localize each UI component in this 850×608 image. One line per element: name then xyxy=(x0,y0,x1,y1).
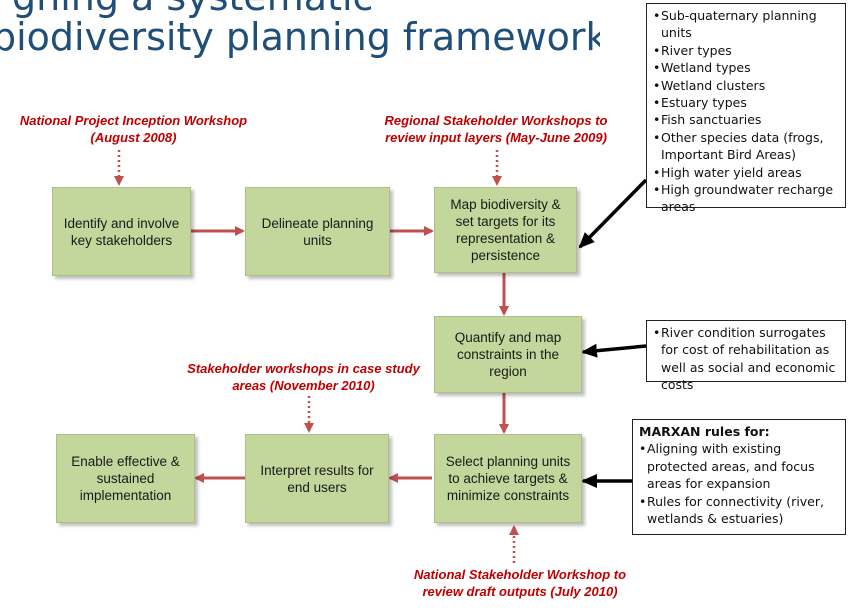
note-item: Rules for connectivity (river, wetlands … xyxy=(639,493,839,528)
slide-title-line2: biodiversity planning framework xyxy=(0,15,600,59)
note-item: Wetland clusters xyxy=(653,77,839,95)
label-national-inception-workshop: National Project Inception Workshop (Aug… xyxy=(19,113,248,145)
note-item: Sub-quaternary planning units xyxy=(653,7,839,42)
slide-title: gning a systematic biodiversity planning… xyxy=(0,0,600,64)
box-delineate-planning-units: Delineate planning units xyxy=(245,187,390,276)
box-identify-stakeholders: Identify and involve key stakeholders xyxy=(52,187,191,276)
note-item: Other species data (frogs, Important Bir… xyxy=(653,129,839,164)
note-item: High groundwater recharge areas xyxy=(653,181,839,216)
label-national-stakeholder-workshop: National Stakeholder Workshop to review … xyxy=(413,567,627,599)
note-item: Aligning with existing protected areas, … xyxy=(639,440,839,492)
note-constraints: River condition surrogates for cost of r… xyxy=(646,320,846,392)
note-item: River condition surrogates for cost of r… xyxy=(653,324,839,394)
box-select-planning-units: Select planning units to achieve targets… xyxy=(434,434,582,523)
note-marxan-rules: MARXAN rules for: Aligning with existing… xyxy=(632,419,846,535)
box-enable-implementation: Enable effective & sustained implementat… xyxy=(56,434,195,523)
slide-title-line1: gning a systematic xyxy=(12,0,373,16)
note-item: River types xyxy=(653,42,839,60)
label-regional-stakeholder-workshops: Regional Stakeholder Workshops to review… xyxy=(384,113,608,145)
note-item: Fish sanctuaries xyxy=(653,111,839,129)
label-case-study-workshops: Stakeholder workshops in case study area… xyxy=(187,361,420,393)
note-item: Estuary types xyxy=(653,94,839,112)
note-item: Wetland types xyxy=(653,59,839,77)
box-quantify-constraints: Quantify and map constraints in the regi… xyxy=(434,316,582,393)
box-interpret-results: Interpret results for end users xyxy=(245,434,389,523)
note-input-layers: Sub-quaternary planning units River type… xyxy=(646,3,846,214)
note-heading: MARXAN rules for: xyxy=(639,424,770,439)
pointer-input-layers xyxy=(578,178,648,249)
note-item: High water yield areas xyxy=(653,164,839,182)
box-map-biodiversity: Map biodiversity & set targets for its r… xyxy=(434,187,577,273)
pointer-constraints xyxy=(581,343,647,358)
